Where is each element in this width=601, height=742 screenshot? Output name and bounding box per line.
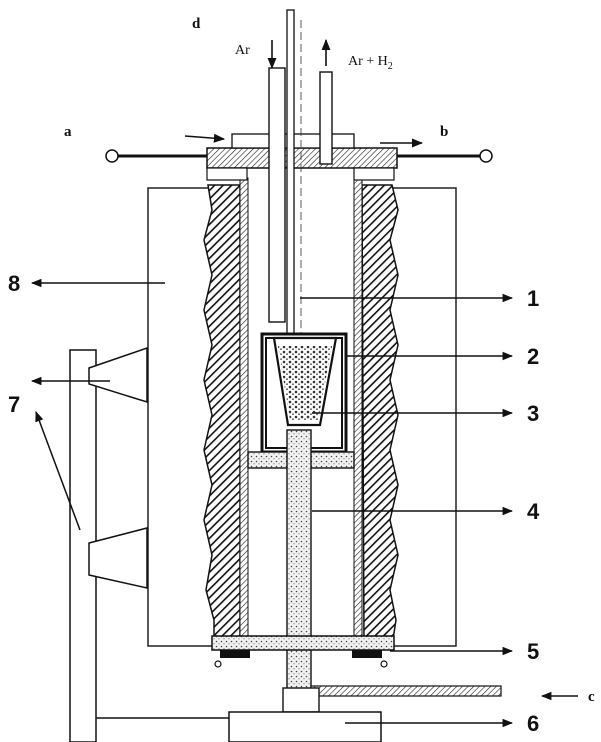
label-5: 5 bbox=[527, 639, 539, 664]
knob-left-icon bbox=[105, 149, 119, 163]
drive-base bbox=[228, 711, 382, 742]
label-6: 6 bbox=[527, 711, 539, 736]
label-3: 3 bbox=[527, 401, 539, 426]
melt-charge bbox=[278, 346, 332, 420]
label-1: 1 bbox=[527, 286, 539, 311]
knob-right-icon bbox=[479, 149, 493, 163]
label-a: a bbox=[64, 124, 72, 140]
label-b: b bbox=[440, 124, 448, 140]
label-d: d bbox=[192, 16, 201, 32]
drive-housing bbox=[282, 687, 320, 713]
left-heater bbox=[203, 184, 241, 647]
right-heater bbox=[361, 184, 399, 647]
lifting-stand bbox=[69, 346, 229, 742]
label-ar-h2-out: Ar + H2 bbox=[348, 54, 393, 72]
label-c: c bbox=[588, 689, 595, 705]
cooling-pipe bbox=[310, 685, 502, 697]
right-tube-wall bbox=[353, 177, 363, 647]
left-tube-wall bbox=[239, 177, 249, 647]
label-ar-h2-main: Ar + H bbox=[348, 54, 388, 69]
ar-inlet-tube bbox=[268, 67, 286, 323]
label-4: 4 bbox=[527, 499, 540, 524]
bottom-bolt-left-icon bbox=[214, 660, 222, 668]
furnace-frame bbox=[147, 187, 457, 647]
leader-lines bbox=[30, 278, 514, 728]
bottom-bolt-right-icon bbox=[380, 660, 388, 668]
bottom-clamp-left bbox=[220, 650, 250, 658]
label-ar-in: Ar bbox=[235, 43, 250, 58]
label-ar-h2-sub: 2 bbox=[388, 61, 393, 72]
arrow-a-inlet bbox=[184, 133, 226, 143]
crucible bbox=[260, 332, 348, 454]
bottom-clamp-right bbox=[352, 650, 382, 658]
label-2: 2 bbox=[527, 344, 539, 369]
top-flange-left bbox=[206, 167, 248, 181]
top-flange-right bbox=[353, 167, 395, 181]
label-8: 8 bbox=[8, 271, 20, 296]
bottom-plate bbox=[211, 635, 395, 651]
ar-h2-outlet-tube bbox=[319, 71, 333, 165]
top-cover bbox=[206, 147, 398, 169]
label-7: 7 bbox=[8, 392, 20, 417]
lowering-shaft bbox=[286, 429, 312, 693]
